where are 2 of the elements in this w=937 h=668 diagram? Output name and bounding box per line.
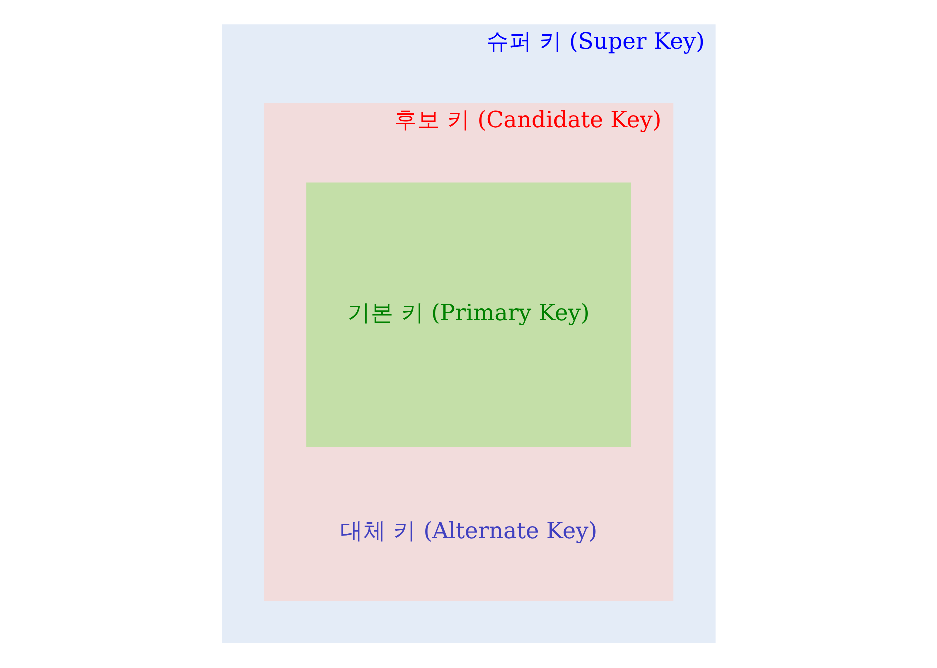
node-box: 기본 키 (Primary Key) [306,182,631,448]
label: 대체 키 (Alternate Key) [340,518,598,544]
